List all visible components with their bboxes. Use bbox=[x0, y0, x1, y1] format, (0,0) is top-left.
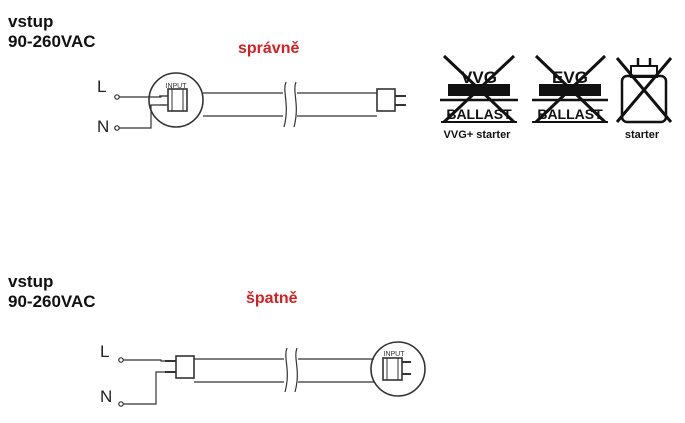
input-heading-bottom: vstup 90-260VAC bbox=[8, 272, 96, 312]
live-label-top: L bbox=[97, 77, 107, 96]
input-tag-top: INPUT bbox=[166, 83, 188, 90]
neutral-label-bottom: N bbox=[100, 387, 113, 406]
vvg-ballast-icon: VVG BALLAST bbox=[440, 54, 518, 124]
input-tag-bottom: INPUT bbox=[384, 351, 406, 358]
status-wrong: špatně bbox=[246, 290, 298, 307]
vvg-word: BALLAST bbox=[446, 106, 512, 122]
input-end-bottom bbox=[370, 341, 426, 397]
input-label-bottom: vstup bbox=[8, 272, 54, 291]
evg-ballast-icon: EVG BALLAST bbox=[532, 54, 608, 124]
starter-icon bbox=[615, 57, 673, 124]
input-heading-top: vstup 90-260VAC bbox=[8, 12, 96, 52]
input-label-top: vstup bbox=[8, 12, 54, 31]
input-end-top bbox=[148, 72, 204, 128]
mains-wires-top bbox=[114, 94, 168, 131]
voltage-label-top: 90-260VAC bbox=[8, 32, 96, 51]
live-label-bottom: L bbox=[100, 342, 110, 361]
evg-word: BALLAST bbox=[537, 106, 603, 122]
neutral-label-top: N bbox=[97, 117, 110, 136]
mains-wires-bottom bbox=[118, 357, 176, 407]
status-correct: správně bbox=[238, 40, 300, 57]
tube-body-bottom bbox=[194, 347, 374, 393]
tube-body-top bbox=[203, 81, 406, 128]
tube-end-bottom bbox=[165, 355, 195, 379]
vvg-caption: VVG+ starter bbox=[444, 129, 512, 141]
voltage-label-bottom: 90-260VAC bbox=[8, 292, 96, 311]
starter-caption: starter bbox=[625, 129, 660, 141]
